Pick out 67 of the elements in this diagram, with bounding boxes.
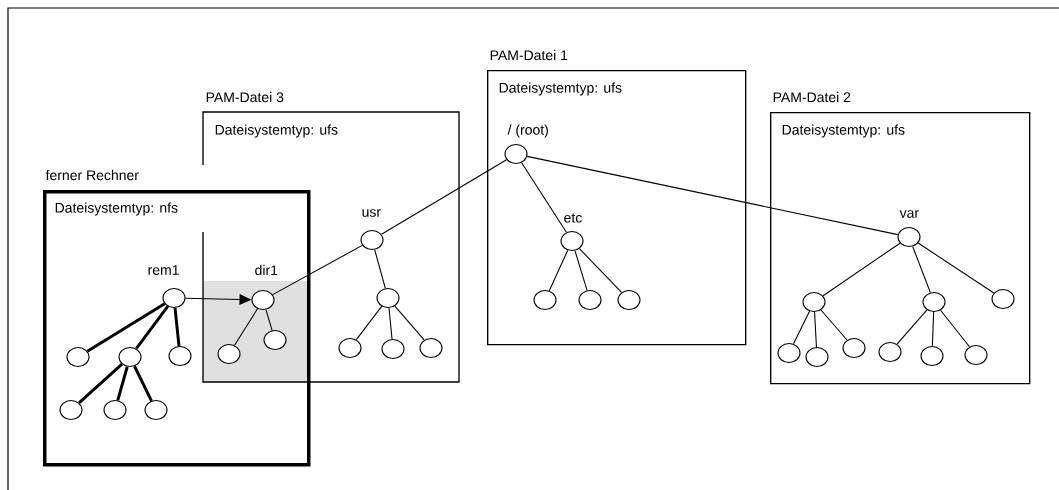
directory-circle [66, 346, 90, 368]
tree-line [265, 309, 273, 331]
directory-circle [59, 399, 83, 421]
tree-line [912, 246, 931, 294]
directory-circle [805, 346, 829, 368]
directory-circle [842, 337, 866, 359]
node-label: etc [564, 213, 582, 223]
directory-node: var [897, 210, 921, 248]
directory-circle [263, 329, 287, 351]
directory-circle [144, 399, 168, 421]
node-label: rem1 [148, 265, 179, 275]
directory-node: usr [360, 209, 384, 251]
directory-circle [118, 346, 142, 368]
tree-line [116, 366, 129, 401]
tree-line [381, 159, 508, 235]
directory-circle [376, 287, 400, 309]
tree-line [78, 363, 123, 404]
directory-node: / (root) [504, 124, 548, 165]
directory-circle [103, 399, 127, 421]
directory-circle [217, 343, 241, 365]
directory-circle [168, 345, 192, 367]
tree-line [917, 242, 995, 294]
tree-line [548, 249, 569, 292]
tree-line [173, 307, 181, 347]
directory-node: etc [560, 213, 584, 252]
tree-line [135, 305, 169, 350]
tree-line [940, 309, 970, 348]
tree-line [931, 311, 935, 347]
tree-line [822, 242, 901, 297]
directory-circle [533, 289, 557, 311]
directory-circle [381, 338, 405, 360]
tree-line [793, 310, 811, 345]
tree-line [394, 305, 425, 341]
tree-line [86, 302, 166, 353]
node-label: dir1 [255, 264, 278, 276]
directory-circle [338, 337, 362, 359]
tree-line [896, 309, 928, 345]
tree-line [234, 308, 258, 346]
directory-node: dir1 [251, 264, 278, 311]
node-label: / (root) [507, 124, 548, 138]
directory-circle [878, 341, 902, 363]
tree-line [526, 155, 899, 236]
tree-line [272, 244, 363, 296]
tree-line [388, 307, 393, 340]
directory-node: rem1 [148, 265, 186, 309]
tree-line [355, 305, 383, 341]
node-label: ferner Rechner [45, 169, 139, 181]
directory-circle [777, 342, 801, 364]
directory-circle [802, 291, 826, 313]
tree-line [521, 162, 567, 233]
directory-circle [964, 344, 988, 366]
directory-circle [617, 289, 641, 311]
node-label: usr [362, 209, 381, 217]
tree-line [814, 311, 817, 348]
directory-circle [920, 345, 944, 367]
directory-circle [991, 288, 1015, 310]
tree-line [820, 309, 848, 341]
tree-line [133, 365, 153, 402]
directory-circle [922, 291, 946, 313]
tree-line [574, 250, 588, 291]
tree-line [374, 249, 386, 289]
directory-circle [578, 289, 602, 311]
node-label: PAM-Datei 1 [490, 49, 568, 61]
directory-circle [419, 337, 443, 359]
node-label: var [899, 210, 919, 218]
tree-line [578, 248, 623, 293]
node-label: PAM-Datei 2 [773, 91, 851, 103]
